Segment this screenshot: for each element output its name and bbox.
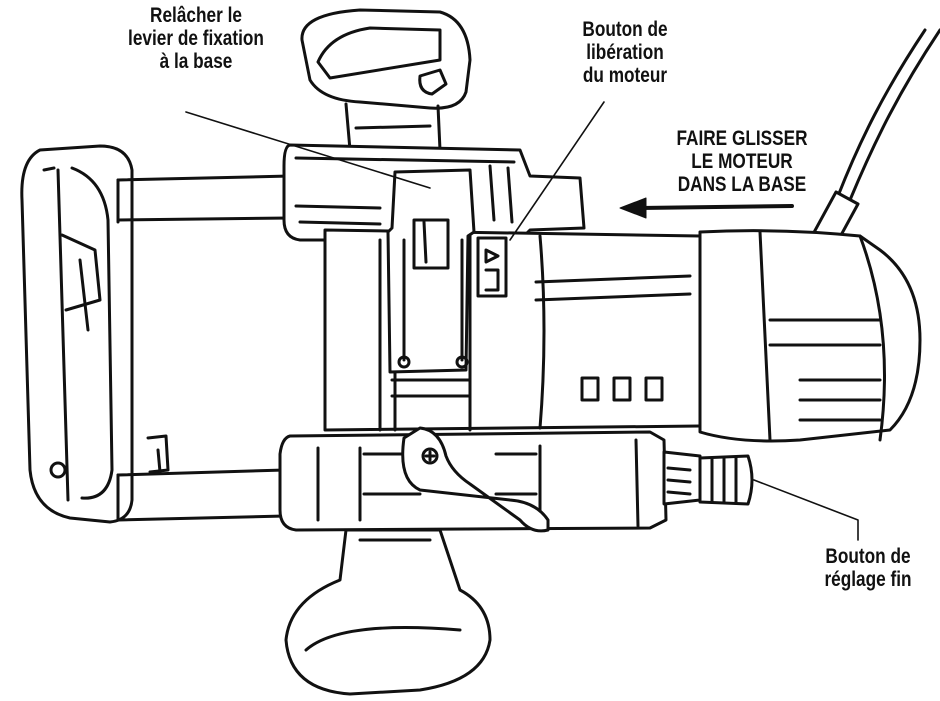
- slide-direction-arrow: [619, 197, 794, 219]
- callout-line: à la base: [159, 50, 233, 73]
- callout-fine-adjust-button: Bouton de réglage fin: [794, 545, 940, 591]
- callout-line: FAIRE GLISSER: [676, 127, 808, 150]
- base-release-lever: [386, 168, 476, 398]
- callout-line: DANS LA BASE: [677, 173, 807, 196]
- callout-line: Bouton de: [825, 545, 911, 568]
- motor-release-button: [476, 236, 508, 298]
- callout-line: du moteur: [582, 64, 668, 87]
- callout-line: levier de fixation: [128, 27, 264, 50]
- callout-line: réglage fin: [824, 568, 912, 591]
- motor-housing: [323, 228, 722, 432]
- guide-rods: [116, 174, 292, 522]
- fine-adjust-knob: [662, 450, 754, 506]
- callout-release-lever: Relâcher le levier de fixation à la base: [89, 4, 302, 73]
- callout-slide-motor: FAIRE GLISSER LE MOTEUR DANS LA BASE: [635, 127, 848, 196]
- router-base-plate: [20, 144, 134, 524]
- callout-line: Relâcher le: [150, 4, 242, 27]
- callout-line: LE MOTEUR: [691, 150, 793, 173]
- callout-line: Bouton de: [582, 18, 668, 41]
- lower-clamp: [278, 430, 668, 532]
- top-handle: [300, 8, 472, 152]
- callout-motor-release-button: Bouton de libération du moteur: [539, 18, 711, 87]
- motor-end-cap: [698, 229, 922, 443]
- callout-line: libération: [586, 41, 664, 64]
- leader-lines: [185, 101, 859, 541]
- bottom-handle: [284, 528, 492, 696]
- locking-knob: [401, 426, 550, 533]
